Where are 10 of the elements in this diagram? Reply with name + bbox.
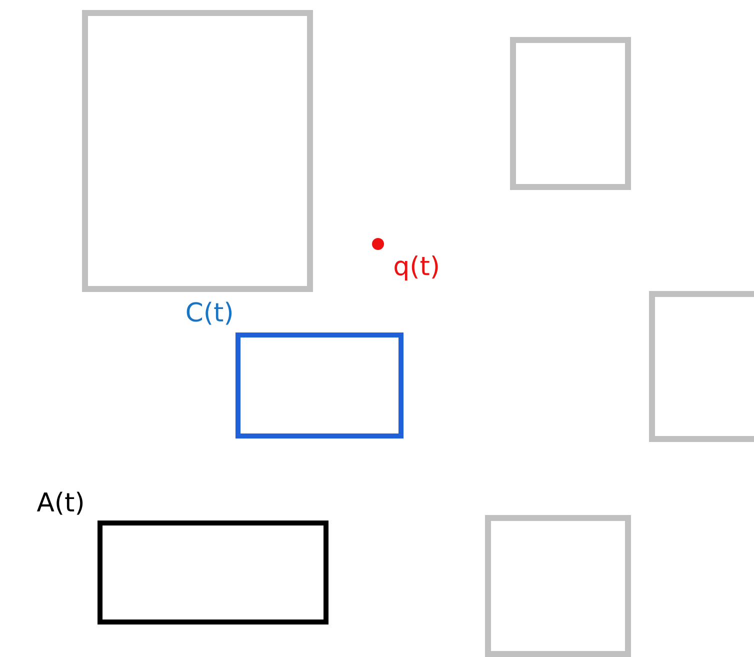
box: [485, 515, 631, 657]
node-label: C(t): [186, 302, 232, 325]
labeled-box: C(t): [186, 302, 404, 438]
labeled-box: A(t): [36, 492, 328, 624]
node-label: A(t): [36, 492, 83, 515]
box: [82, 10, 313, 292]
node-label: q(t): [394, 255, 438, 281]
box: [510, 37, 631, 190]
box: [649, 291, 754, 442]
labeled-point: q(t): [372, 238, 438, 281]
